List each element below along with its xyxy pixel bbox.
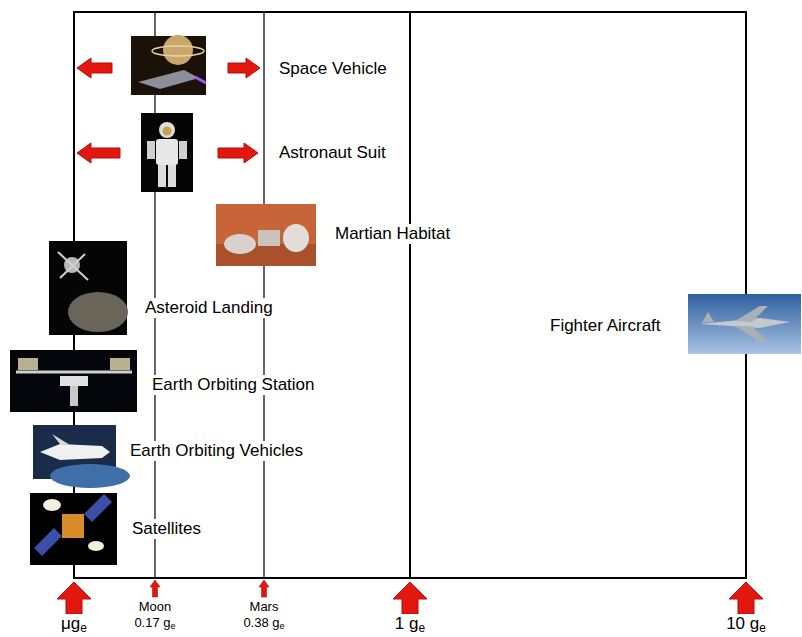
station-truss <box>16 371 132 374</box>
picture-ground <box>216 204 316 266</box>
axis-arrow-small <box>259 580 269 597</box>
ship <box>138 70 199 89</box>
picture-ground <box>10 350 137 412</box>
astronaut-picture <box>141 113 193 192</box>
helmet <box>159 122 175 138</box>
solar-panel <box>84 494 112 522</box>
item-label: Earth Orbiting Station <box>150 375 317 395</box>
habitat-dome <box>224 234 256 254</box>
earth-line <box>409 12 411 578</box>
item-label: Asteroid Landing <box>143 298 275 318</box>
solar-panel <box>34 528 62 556</box>
solar-panel <box>110 358 130 370</box>
suit-leg <box>168 165 176 187</box>
axis-label: 10 ge <box>724 614 768 635</box>
fighter-picture <box>688 294 801 354</box>
item-label: Satellites <box>130 519 203 539</box>
range-arrow <box>77 143 120 163</box>
item-label: Martian Habitat <box>333 224 452 244</box>
ship-flame <box>195 77 206 83</box>
picture-ground <box>141 113 193 192</box>
earth-limb <box>50 464 130 488</box>
axis-arrow-small <box>150 580 160 597</box>
shuttle-tail <box>52 434 70 445</box>
picture-ground <box>49 241 127 335</box>
item-label: Fighter Aircraft <box>548 316 663 336</box>
station-module <box>70 386 78 406</box>
habitat-dome <box>283 224 309 252</box>
shuttle-body <box>40 444 110 460</box>
satellite-picture <box>30 493 117 565</box>
satellite-body <box>62 514 84 538</box>
asteroid <box>68 292 128 332</box>
asteroid-picture <box>49 241 128 335</box>
axis-label: Moon <box>137 600 174 615</box>
suit-leg <box>158 165 166 187</box>
mars-line <box>263 12 264 578</box>
station-module <box>60 376 88 386</box>
station-picture <box>10 350 137 412</box>
antenna-dish <box>88 541 104 551</box>
shuttle-picture <box>33 425 130 488</box>
axis-label: 0.38 ge <box>241 616 286 631</box>
solar-panel <box>18 358 38 370</box>
picture-ground <box>688 294 801 354</box>
range-arrow <box>77 58 112 78</box>
item-label: Astronaut Suit <box>277 143 388 163</box>
space-vehicle-picture <box>131 35 206 95</box>
habitat-module <box>258 230 280 246</box>
item-label: Space Vehicle <box>277 59 389 79</box>
probe-boom <box>58 252 88 280</box>
picture-ground <box>131 36 206 95</box>
moon-line <box>154 12 155 578</box>
chart-frame <box>74 12 746 578</box>
planet-ring <box>152 46 204 56</box>
antenna-dish <box>43 499 61 511</box>
axis-label: 0.17 ge <box>132 616 177 631</box>
axis-label: 1 ge <box>393 614 427 635</box>
suit-arm <box>179 141 187 159</box>
probe-boom <box>60 254 85 278</box>
axis-arrow <box>393 582 427 614</box>
planet <box>163 35 193 65</box>
visor <box>163 127 172 136</box>
jet-wing <box>735 306 768 322</box>
axis-label: Mars <box>248 600 281 615</box>
jet-wing <box>735 326 768 342</box>
martian-habitat-picture <box>216 204 316 266</box>
item-label: Earth Orbiting Vehicles <box>128 441 305 461</box>
range-arrow <box>228 58 260 78</box>
picture-ground <box>30 493 117 565</box>
axis-arrow <box>729 582 763 614</box>
axis-label: μge <box>59 614 89 635</box>
range-arrow <box>218 143 258 163</box>
suit-arm <box>147 141 155 159</box>
axis-arrow <box>57 582 91 614</box>
suit-body <box>156 139 178 165</box>
jet-tail <box>702 312 714 323</box>
